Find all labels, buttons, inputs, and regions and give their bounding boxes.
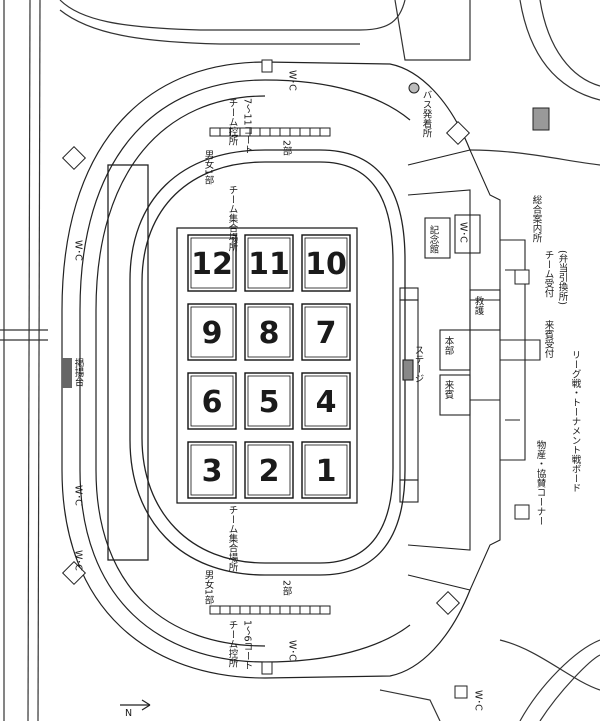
label-courts-7-11: 7〜11コート [242, 98, 253, 154]
court-grid [176, 227, 358, 504]
court-1: 1 [301, 441, 351, 499]
court-inner-outline [247, 237, 291, 289]
court-outline [301, 234, 351, 292]
court-5: 5 [244, 372, 294, 430]
court-11: 11 [244, 234, 294, 292]
court-number: 2 [259, 454, 280, 489]
court-4: 4 [301, 372, 351, 430]
court-number: 9 [202, 316, 223, 351]
bleacher-top [209, 127, 331, 137]
main-stand [407, 149, 541, 591]
label-products-corner: 物産・協賛コーナー [535, 439, 547, 525]
court-outline [187, 234, 237, 292]
court-number: 10 [305, 247, 347, 282]
court-inner-outline [247, 306, 291, 358]
court-number: 12 [191, 247, 233, 282]
label-wc-left-mid: W･C [73, 485, 84, 506]
court-3: 3 [187, 441, 237, 499]
label-north: N [125, 708, 132, 719]
court-6: 6 [187, 372, 237, 430]
label-wc-corner: W･C [473, 690, 484, 711]
label-wc-bottom: W･C [287, 640, 298, 661]
label-courts-1-6: 1〜6コート [242, 620, 253, 670]
court-9: 9 [187, 303, 237, 361]
court-inner-outline [190, 444, 234, 496]
court-number: 3 [202, 454, 223, 489]
label-bento-exchange: (弁当引換所) [557, 250, 569, 305]
label-team-waiting-bottom: チーム控所 [227, 620, 239, 668]
court-outline [301, 441, 351, 499]
court-number: 1 [316, 454, 337, 489]
court-inner-outline [190, 237, 234, 289]
label-guest: 来賓 [443, 380, 455, 400]
courts: 12 11 10 9 8 7 6 5 4 3 2 1 [187, 234, 351, 499]
bleacher-bottom [209, 605, 331, 615]
court-number: 4 [316, 385, 337, 420]
court-number: 7 [316, 316, 337, 351]
label-team-assembly-top: チーム集合場所 [227, 185, 239, 252]
label-bus-stop: バス発着所 [421, 90, 433, 138]
court-outline [301, 303, 351, 361]
court-inner-outline [247, 444, 291, 496]
court-inner-outline [247, 375, 291, 427]
label-wc-top: W･C [287, 70, 298, 91]
label-first-aid: 救護 [473, 295, 485, 316]
court-8: 8 [244, 303, 294, 361]
court-10: 10 [301, 234, 351, 292]
label-general-info: 総合案内所 [531, 194, 543, 243]
court-number: 11 [248, 247, 290, 282]
stadium-outer-structure [61, 61, 471, 679]
label-stage: ステージ [413, 345, 424, 383]
court-outline [187, 441, 237, 499]
track [107, 149, 406, 576]
label-team-waiting-top: チーム控所 [227, 98, 239, 146]
label-flag-pole: 掲揚台 [73, 357, 85, 387]
court-outline [244, 441, 294, 499]
gates [61, 59, 550, 699]
court-inner-outline [190, 306, 234, 358]
court-inner-outline [304, 306, 348, 358]
label-league-board: リーグ戦・トーナメント戦ボード [570, 350, 582, 493]
court-number: 6 [202, 385, 223, 420]
court-outline [244, 372, 294, 430]
court-inner-outline [304, 375, 348, 427]
label-mens-womens-1-bottom: 男女1部 [203, 570, 215, 605]
label-guest-reception: 来賓受付 [543, 320, 555, 359]
court-2: 2 [244, 441, 294, 499]
label-team-reception: チーム受付 [543, 250, 555, 298]
label-wc-side-left-top: W･C [73, 240, 84, 261]
court-inner-outline [304, 444, 348, 496]
court-outline [187, 303, 237, 361]
court-outline [301, 372, 351, 430]
label-wc-side-right: W･C [458, 222, 469, 243]
court-inner-outline [190, 375, 234, 427]
court-7: 7 [301, 303, 351, 361]
stage-area [399, 287, 419, 503]
court-outline [244, 234, 294, 292]
court-12: 12 [187, 234, 237, 292]
label-mens-womens-1-top: 男女1部 [203, 150, 215, 185]
label-memorial-hall: 記念館 [428, 224, 440, 254]
court-number: 8 [259, 316, 280, 351]
flag-pole-marker [62, 358, 72, 388]
north-arrow [120, 699, 151, 711]
court-number: 5 [259, 385, 280, 420]
label-wc-left-low: W･C [73, 550, 84, 571]
court-outline [244, 303, 294, 361]
label-hq: 本部 [443, 335, 455, 356]
label-div2-top: 2部 [281, 140, 293, 156]
court-outline [187, 372, 237, 430]
court-inner-outline [304, 237, 348, 289]
map-labels: チーム控所 7〜11コート W･C バス発着所 男女1部 2部 チーム集合場所 … [73, 70, 582, 719]
label-team-assembly-bottom: チーム集合場所 [227, 505, 239, 572]
label-div2-bottom: 2部 [281, 580, 293, 596]
